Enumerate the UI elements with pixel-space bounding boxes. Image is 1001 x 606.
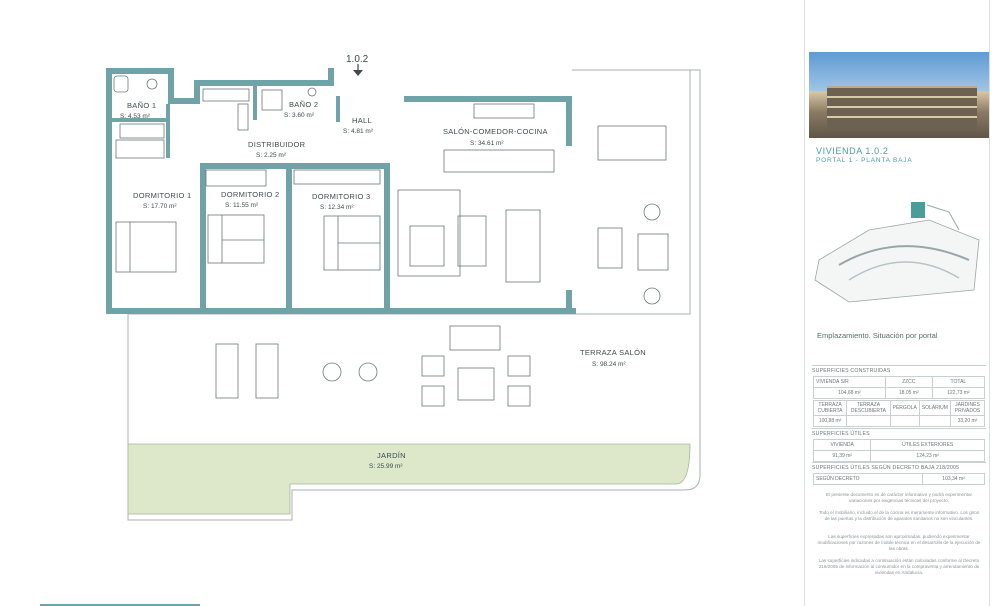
table-cell — [918, 415, 951, 427]
table-cell: 33,20 m² — [949, 415, 986, 427]
built-surfaces-table: VIVIENDA S/R ZZCC TOTAL 104,68 m² 18,05 … — [813, 376, 986, 399]
beds — [115, 214, 381, 273]
room-label: HALL — [352, 116, 372, 125]
room-area: S: 12.34 m² — [320, 204, 354, 211]
terrace-furniture — [215, 325, 531, 407]
room-label: DISTRIBUIDOR — [248, 140, 306, 149]
living-furniture — [397, 103, 669, 305]
bathroom-fixtures — [113, 75, 317, 111]
room-label: BAÑO 2 — [289, 100, 318, 109]
room-label: BAÑO 1 — [127, 101, 156, 110]
room-area: S: 11.55 m² — [225, 202, 259, 209]
table-cell: 122,73 m² — [931, 387, 986, 399]
table-cell: 18,05 m² — [884, 387, 933, 399]
room-area: S: 98.24 m² — [592, 361, 626, 368]
table-cell: TOTAL — [931, 376, 986, 388]
divider — [812, 462, 986, 463]
terrace-outline — [572, 69, 691, 314]
floor-plan: 1.0.2 BAÑO 1 S: 4.53 m² BAÑO 2 S: 3.60 m… — [106, 54, 701, 521]
table-cell — [846, 415, 891, 427]
legal-note: Todo el mobiliario, incluido el de la co… — [818, 510, 980, 521]
legal-note: El presente documento es de carácter inf… — [825, 492, 973, 503]
unit-title: VIVIENDA 1.0.2 — [816, 146, 889, 156]
entrance-marker — [353, 64, 363, 76]
room-label: TERRAZA SALÓN — [580, 348, 646, 357]
built-surfaces-heading: SUPERFICIES CONSTRUIDAS — [812, 368, 891, 374]
building-photo — [809, 52, 989, 138]
room-area: S: 2.25 m² — [256, 152, 287, 159]
terrace-surfaces-table: TERRAZA CUBIERTA TERRAZA DESCUBIERTA PÉR… — [812, 400, 986, 427]
table-cell: TERRAZA DESCUBIERTA — [846, 400, 891, 416]
table-cell: JARDINES PRIVADOS — [949, 400, 986, 416]
table-cell: ZZCC — [884, 376, 933, 388]
walls — [106, 68, 576, 314]
room-area: S: 17.70 m² — [143, 203, 177, 210]
table-cell: TERRAZA CUBIERTA — [812, 400, 848, 416]
room-area: S: 4.81 m² — [343, 128, 374, 135]
divider — [812, 428, 986, 429]
table-cell: SOLÁRIUM — [918, 400, 951, 416]
terrace-floor — [127, 69, 701, 521]
stairs — [115, 88, 250, 159]
table-cell: 100,88 m² — [812, 415, 848, 427]
room-area: S: 25.99 m² — [369, 463, 403, 470]
table-cell: SEGÚN DECRETO — [812, 473, 924, 485]
table-cell — [889, 415, 920, 427]
room-area: S: 4.53 m² — [120, 113, 151, 120]
situation-caption: Emplazamiento. Situación por portal — [817, 331, 938, 340]
table-cell: PÉRGOLA — [889, 400, 920, 416]
table-cell: ÚTILES EXTERIORES — [870, 439, 985, 451]
room-label: SALÓN-COMEDOR-COCINA — [443, 127, 548, 136]
table-cell: VIVIENDA — [812, 439, 872, 451]
info-sidebar: VIVIENDA 1.0.2 PORTAL 1 - PLANTA BAJA Em… — [804, 0, 990, 606]
decree-surfaces-heading: SUPERFICIES ÚTILES SEGÚN DECRETO BAJA 21… — [812, 465, 960, 471]
garden-area — [127, 443, 691, 515]
legal-note: Las superficies indicadas a continuación… — [818, 558, 980, 575]
room-label: DORMITORIO 2 — [221, 190, 279, 199]
table-cell: 124,23 m² — [870, 450, 985, 462]
useful-surfaces-table: VIVIENDA ÚTILES EXTERIORES 91,39 m² 124,… — [812, 439, 985, 462]
wardrobes — [119, 123, 381, 187]
accent-rule — [40, 604, 200, 606]
decree-surfaces-table: SEGÚN DECRETO 103,34 m² — [812, 473, 985, 485]
unit-marker: 1.0.2 — [346, 54, 369, 65]
unit-subtitle: PORTAL 1 - PLANTA BAJA — [816, 157, 913, 164]
useful-surfaces-heading: SUPERFICIES ÚTILES — [812, 431, 870, 437]
room-label: DORMITORIO 3 — [312, 192, 370, 201]
table-cell: 91,39 m² — [812, 450, 872, 462]
table-cell: VIVIENDA S/R — [813, 376, 886, 388]
room-label: JARDÍN — [377, 451, 406, 460]
divider — [812, 365, 986, 366]
room-label: DORMITORIO 1 — [133, 191, 191, 200]
legal-note: Las superficies expresadas son aproximad… — [817, 534, 981, 551]
room-area: S: 34.61 m² — [470, 140, 504, 147]
room-area: S: 3.60 m² — [284, 112, 315, 119]
table-cell: 103,34 m² — [922, 473, 985, 485]
table-cell: 104,68 m² — [813, 387, 886, 399]
site-map — [814, 202, 980, 303]
